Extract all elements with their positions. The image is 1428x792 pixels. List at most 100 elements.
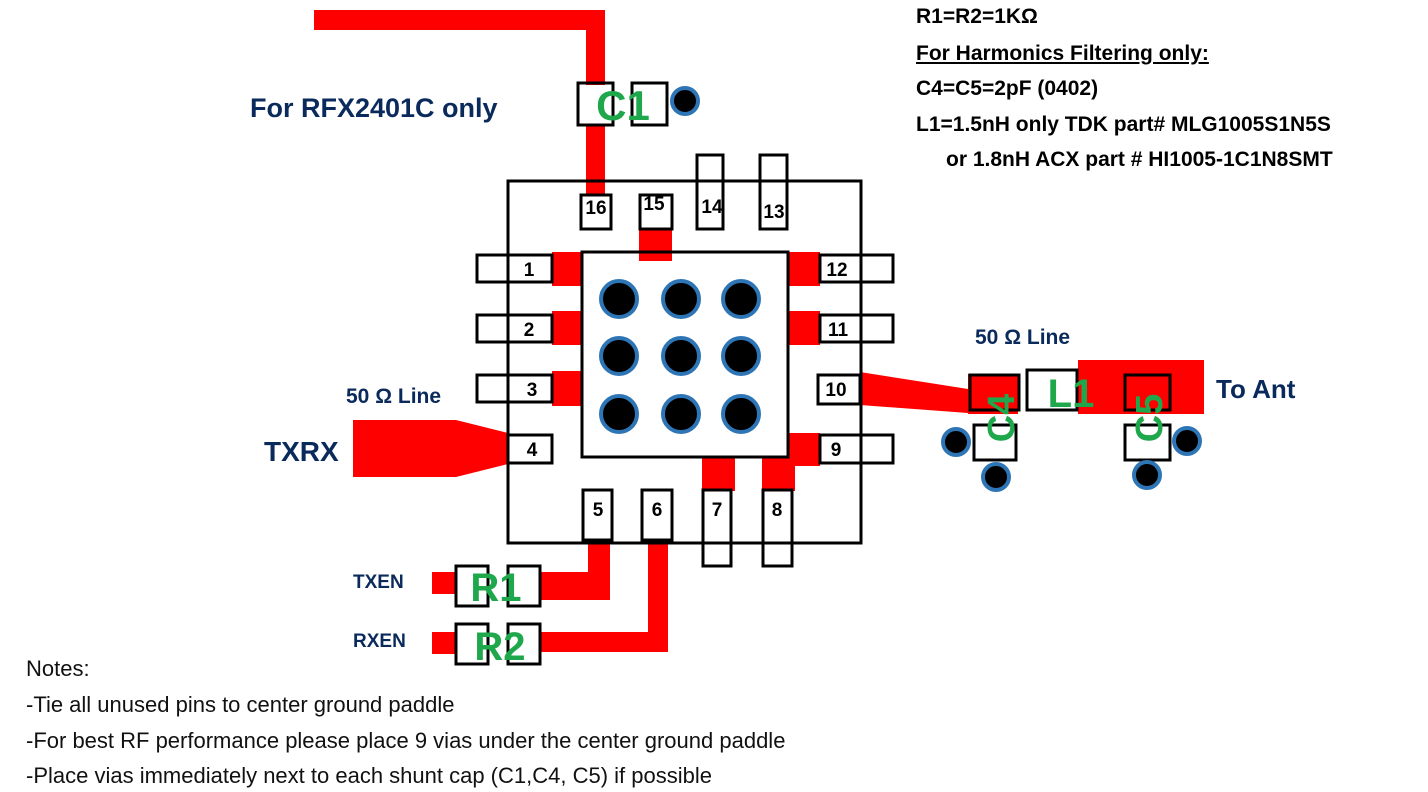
pin-number: 1 [524, 260, 535, 281]
pin12-pad [818, 253, 895, 284]
to-ant-label: To Ant [1216, 374, 1296, 404]
pin5-pad [581, 488, 614, 542]
pin-number: 13 [763, 202, 784, 223]
c4-pad-bottom [972, 423, 1018, 462]
r2-pad-right [506, 622, 542, 666]
c1-trace-horizontal [314, 10, 605, 30]
red-traces [314, 10, 1204, 654]
pin11-pad [818, 313, 895, 344]
pin10-pad [816, 373, 862, 406]
rxen-r2-trace [540, 632, 668, 652]
ground-via-icon [661, 394, 701, 434]
c4-via-icon [981, 462, 1011, 492]
note-item: -Tie all unused pins to center ground pa… [26, 692, 455, 717]
pin-number: 8 [772, 500, 783, 521]
pin15-pad-trace [639, 228, 672, 261]
c1-pad-left [576, 81, 615, 127]
spec-caps: C4=C5=2pF (0402) [916, 77, 1099, 100]
c1-via-icon [670, 86, 700, 116]
line-left-label: 50 Ω Line [346, 385, 442, 408]
txrx-50ohm-line [353, 420, 508, 477]
ground-via-icon [721, 394, 761, 434]
ground-via-icon [661, 336, 701, 376]
pin3-pad [475, 373, 554, 404]
rfx-note-label: For RFX2401C only [250, 93, 498, 123]
c4-label: C4 [981, 394, 1023, 443]
r2-label: R2 [474, 625, 525, 669]
l1-label: L1 [1048, 372, 1095, 416]
ground-via-icon [721, 279, 761, 319]
pin-number: 5 [593, 500, 604, 521]
note-item: -For best RF performance please place 9 … [26, 728, 786, 753]
c5-pad-bottom [1123, 423, 1172, 462]
pin-number: 10 [825, 380, 846, 401]
pin3-pad-trace [552, 371, 582, 406]
pin-numbers: 1 2 3 4 5 6 7 8 9 10 11 12 13 14 15 16 [524, 194, 849, 521]
component-labels: C1 L1 R1 R2 C4 C5 [470, 82, 1171, 669]
pin-number: 15 [643, 194, 665, 215]
note-item: -Place vias immediately next to each shu… [26, 763, 712, 788]
pin-number: 4 [527, 440, 538, 461]
r1-pad-left [454, 564, 490, 608]
spec-inductor: L1=1.5nH only TDK part# MLG1005S1N5S [916, 113, 1331, 136]
pin-number: 3 [527, 380, 538, 401]
pin1-pad [475, 253, 554, 284]
pin8-pad-trace [762, 457, 795, 491]
pin-number: 12 [826, 260, 847, 281]
line-right-label: 50 Ω Line [975, 326, 1071, 349]
c5-via-icon [1172, 426, 1202, 456]
r2-pad-left [454, 622, 490, 666]
pin-number: 11 [828, 320, 849, 341]
txrx-label: TXRX [264, 436, 339, 467]
ground-via-icon [599, 394, 639, 434]
notes-heading: Notes: [26, 656, 90, 681]
spec-harmonics-heading: For Harmonics Filtering only: [916, 42, 1209, 65]
pin2-pad [475, 313, 554, 344]
center-ground-paddle [580, 250, 790, 459]
ground-via-icon [721, 336, 761, 376]
pin15-pad [638, 193, 674, 231]
pin14-pad [695, 153, 725, 231]
pin9-pad [818, 433, 895, 465]
c4-trace [968, 374, 1018, 414]
pin-number: 2 [524, 320, 535, 341]
pin2-pad-trace [552, 311, 582, 345]
l1-body [1025, 368, 1079, 412]
c1-label: C1 [596, 82, 650, 129]
pin6-pad [640, 488, 674, 542]
pin10-rf-taper [860, 372, 968, 413]
pin-number: 7 [712, 500, 723, 521]
c5-ant-trace [1078, 360, 1204, 414]
r1-label: R1 [470, 566, 521, 610]
pin1-pad-trace [552, 252, 582, 286]
c5-pad-top [1123, 373, 1172, 412]
pin-number: 9 [831, 440, 842, 461]
pin-number: 16 [585, 198, 606, 219]
pin16-trace [586, 125, 605, 195]
pin12-pad-trace [788, 252, 820, 286]
ground-via-icon [599, 279, 639, 319]
txen-r1-trace [540, 572, 610, 600]
pin16-pad [579, 193, 613, 231]
c5-label: C5 [1129, 394, 1171, 443]
pin4-pad [506, 433, 554, 465]
c4-via-icon [941, 427, 971, 457]
pin-number: 6 [652, 500, 663, 521]
ground-via-icon [661, 279, 701, 319]
pin-number: 14 [701, 197, 723, 218]
rxen-stub [432, 632, 456, 654]
pin13-pad [758, 153, 789, 231]
pin6-trace [648, 540, 668, 652]
c5-via-icon [1132, 460, 1162, 490]
spec-inductor-alt: or 1.8nH ACX part # HI1005-1C1N8SMT [946, 148, 1333, 171]
qfn-package-body [506, 179, 863, 545]
package-outline [454, 81, 1172, 666]
c1-trace-vertical [586, 10, 605, 85]
pin7-pad [701, 488, 733, 568]
ground-via-icon [599, 336, 639, 376]
c4-pad-top [968, 373, 1021, 412]
spec-resistors: R1=R2=1KΩ [916, 5, 1038, 28]
txen-label: TXEN [353, 572, 404, 593]
